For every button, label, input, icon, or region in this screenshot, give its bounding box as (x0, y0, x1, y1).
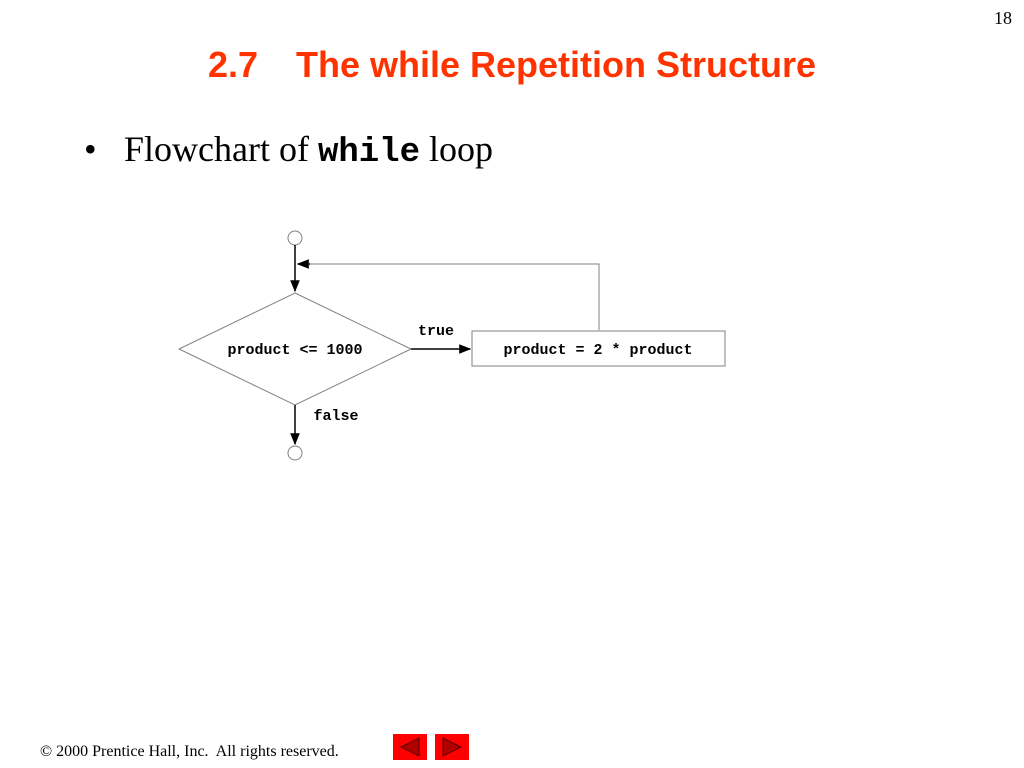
action-box (471, 330, 726, 367)
right-arrow-icon (442, 737, 463, 757)
next-slide-button[interactable] (435, 734, 469, 760)
left-arrow-icon (399, 737, 420, 757)
slide-title: 2.7 The while Repetition Structure (0, 44, 1024, 86)
bullet-suffix: loop (420, 129, 494, 169)
true-label: true (418, 323, 454, 340)
bullet-icon: • (84, 129, 97, 169)
action-text: product = 2 * product (503, 342, 692, 359)
condition-text: product <= 1000 (227, 342, 362, 359)
false-label: false (313, 408, 358, 425)
previous-slide-button[interactable] (393, 734, 427, 760)
end-connector (287, 445, 303, 461)
bullet-point: • Flowchart of while loop (84, 128, 493, 172)
bullet-code: while (317, 134, 420, 172)
section-number: 2.7 (207, 44, 258, 85)
bullet-prefix: Flowchart of (124, 129, 318, 169)
start-connector (287, 230, 303, 246)
page-number: 18 (994, 8, 1012, 28)
title-text: The while Repetition Structure (295, 44, 817, 85)
copyright-footer: © 2000 Prentice Hall, Inc. All rights re… (40, 743, 339, 760)
loop-back-line (301, 263, 600, 330)
